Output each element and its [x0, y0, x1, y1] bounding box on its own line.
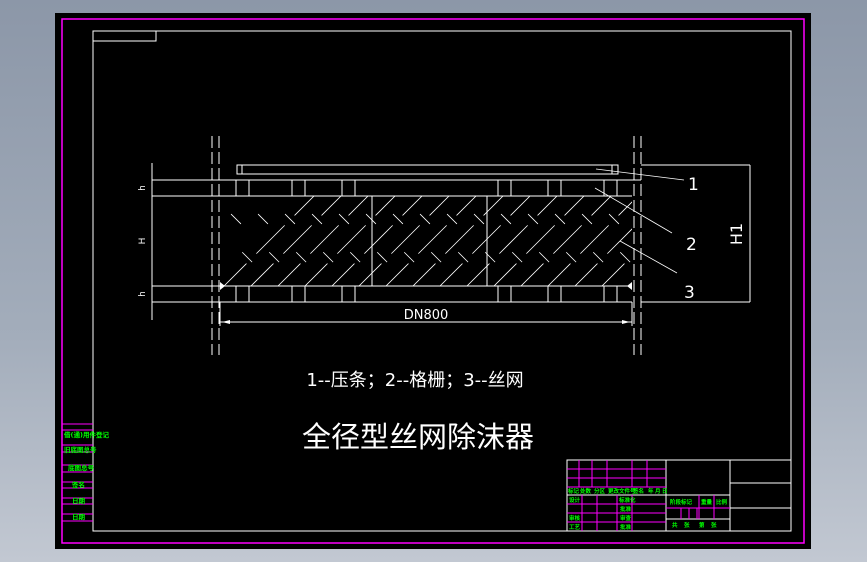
dim-h-top: h — [138, 185, 148, 191]
callout-3: 3 — [684, 283, 695, 303]
strip-label: 日期 — [72, 512, 86, 521]
rev-header: 标记 — [567, 487, 580, 495]
sign-label: 审核 — [569, 514, 581, 522]
legend-text: 1--压条；2--格栅；3--丝网 — [306, 370, 523, 391]
extension-lines — [152, 164, 750, 303]
drawing-frame — [92, 30, 792, 532]
strip-label: 签名 — [71, 480, 85, 489]
rev-header: 日 — [662, 488, 668, 495]
pressing-strip — [236, 164, 619, 175]
strip-label: 日期 — [72, 496, 86, 505]
wire-mesh — [220, 196, 632, 286]
dimension-dn800: DN800 — [404, 308, 449, 323]
sheet-info: 张 — [684, 521, 690, 529]
dimension-h1: H1 — [727, 223, 746, 245]
title-block — [566, 459, 792, 532]
dim-arrow — [222, 320, 230, 324]
support-marker — [220, 282, 225, 290]
rev-header: 签名 — [632, 487, 644, 495]
drawing-title: 全径型丝网除沫器 — [302, 420, 534, 454]
dim-arrow — [622, 320, 630, 324]
rev-header: 分区 — [594, 487, 606, 495]
sheet-info: 共 — [672, 521, 678, 529]
sign-label: 设计 — [569, 496, 581, 504]
cad-drawing-canvas[interactable]: 借(通)用件登记 旧底图总号 底图总号 签名 日期 日期 — [55, 13, 811, 549]
sheet-info: 张 — [711, 521, 717, 529]
strip-label: 底图总号 — [68, 463, 95, 472]
sheet-border — [61, 18, 805, 544]
grating — [235, 180, 618, 302]
rev-header: 月 — [654, 487, 661, 495]
sign-label: 批准 — [620, 523, 632, 531]
left-title-strip — [62, 423, 94, 531]
strip-label: 借(通)用件登记 — [63, 430, 109, 439]
dim-H: H — [138, 238, 148, 245]
sign-label: 标准化 — [618, 496, 636, 504]
dim-h-bottom: h — [138, 291, 148, 297]
sheet-info: 第 — [699, 521, 705, 529]
stage-header: 比例 — [716, 498, 728, 506]
sign-label: 审查 — [620, 514, 632, 522]
rev-header: 处数 — [579, 487, 592, 495]
stage-header: 重量 — [701, 498, 713, 506]
rev-header: 年 — [648, 487, 654, 495]
stage-header: 阶段标记 — [670, 498, 693, 506]
sign-label: 批准 — [620, 505, 632, 513]
code-box — [92, 30, 157, 42]
support-marker — [627, 282, 632, 290]
callout-1: 1 — [688, 175, 699, 195]
sign-label: 工艺 — [569, 523, 581, 531]
leader-lines — [594, 168, 685, 274]
strip-label: 旧底图总号 — [64, 445, 97, 454]
rev-header: 更改文件号 — [608, 487, 636, 495]
vessel-wall-lines — [211, 136, 642, 355]
width-dimension — [219, 302, 633, 326]
callout-2: 2 — [686, 235, 697, 255]
